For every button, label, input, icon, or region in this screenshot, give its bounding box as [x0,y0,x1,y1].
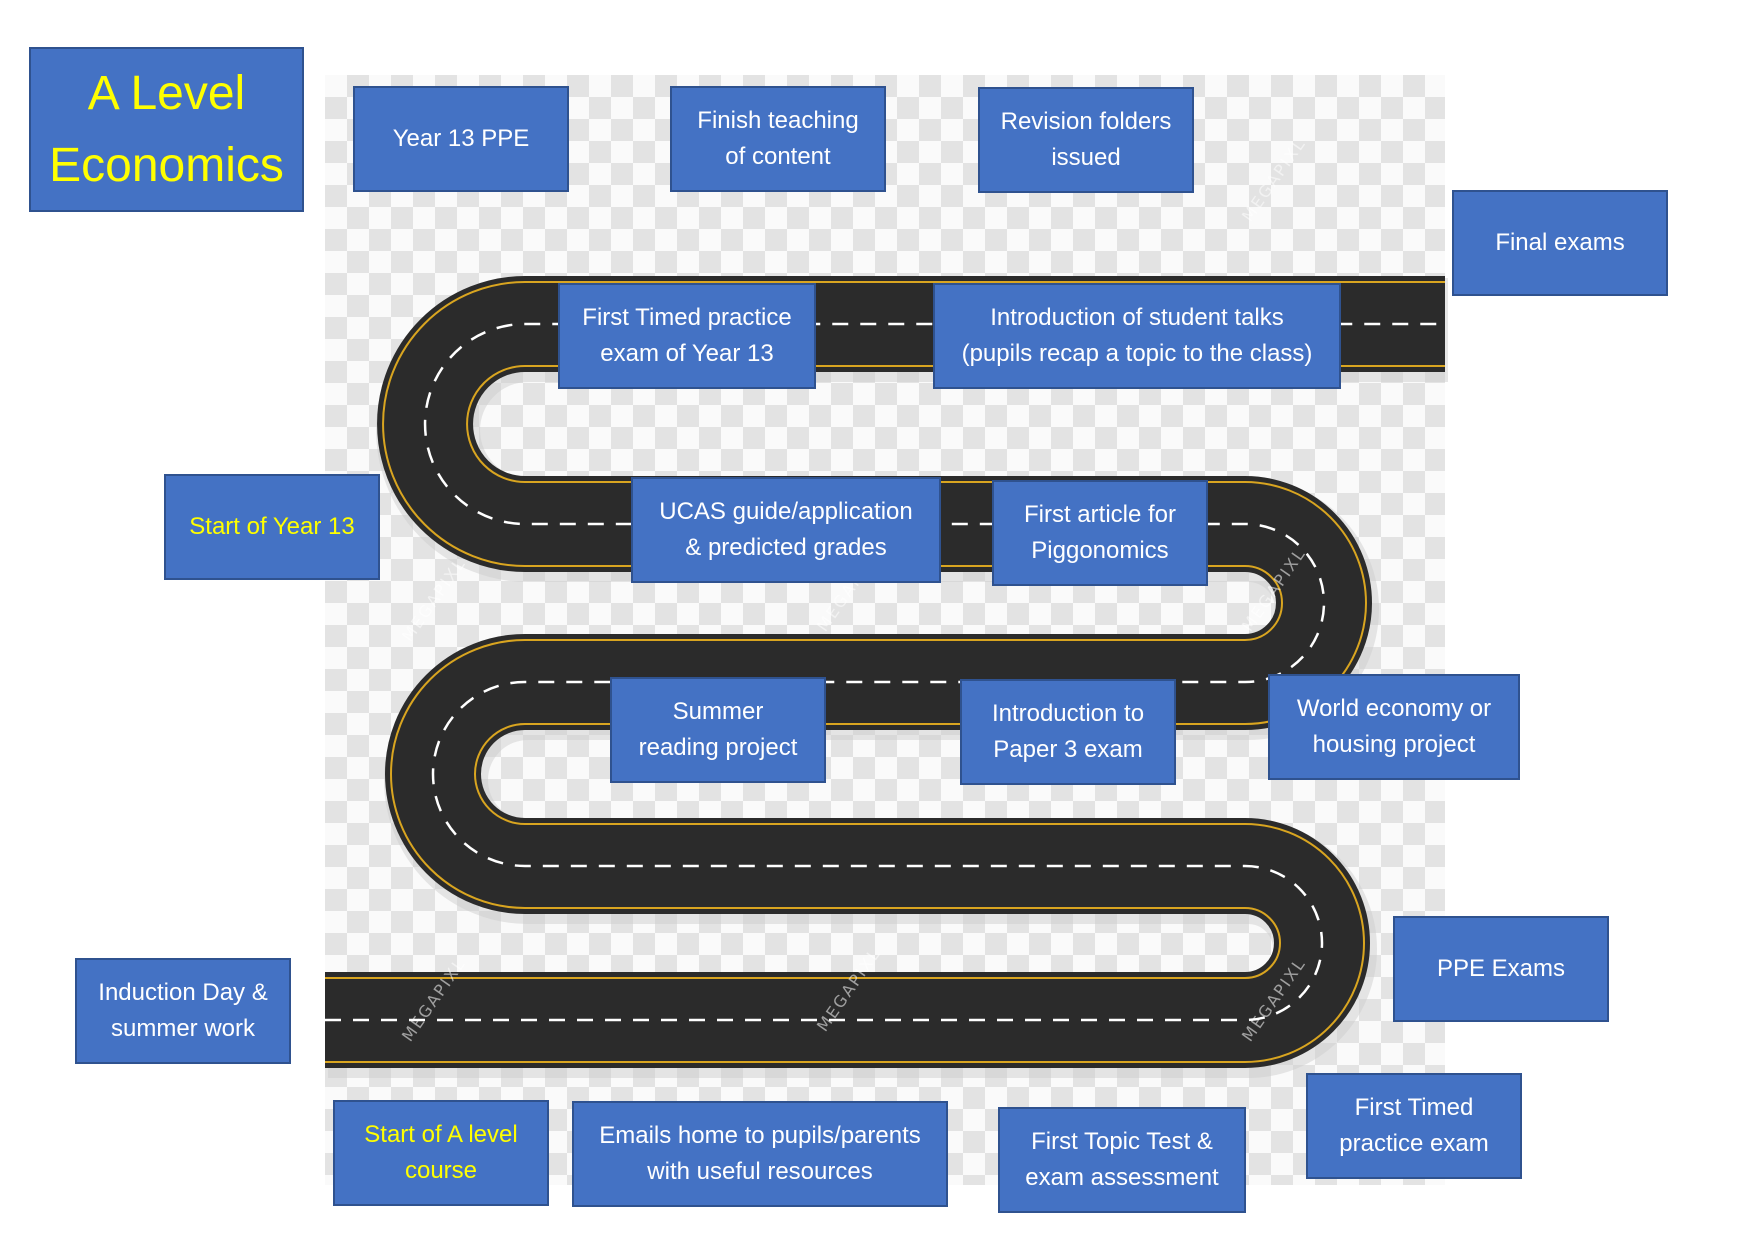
milestone-emails-home: Emails home to pupils/parents with usefu… [572,1101,948,1207]
milestone-world-economy: World economy or housing project [1268,674,1520,780]
milestone-piggonomics: First article for Piggonomics [992,480,1208,586]
milestone-start-year13: Start of Year 13 [164,474,380,580]
milestone-first-timed-year13: First Timed practice exam of Year 13 [558,283,816,389]
milestone-revision-folders: Revision folders issued [978,87,1194,193]
page-title: A Level Economics [29,47,304,212]
milestone-paper3: Introduction to Paper 3 exam [960,679,1176,785]
milestone-induction: Induction Day & summer work [75,958,291,1064]
milestone-finish-teaching: Finish teaching of content [670,86,886,192]
milestone-year13-ppe: Year 13 PPE [353,86,569,192]
milestone-final-exams: Final exams [1452,190,1668,296]
milestone-student-talks: Introduction of student talks (pupils re… [933,283,1341,389]
milestone-topic-test: First Topic Test & exam assessment [998,1107,1246,1213]
milestone-ppe-exams: PPE Exams [1393,916,1609,1022]
milestone-start-course: Start of A level course [333,1100,549,1206]
milestone-summer-reading: Summer reading project [610,677,826,783]
milestone-first-timed: First Timed practice exam [1306,1073,1522,1179]
milestone-ucas: UCAS guide/application & predicted grade… [631,477,941,583]
